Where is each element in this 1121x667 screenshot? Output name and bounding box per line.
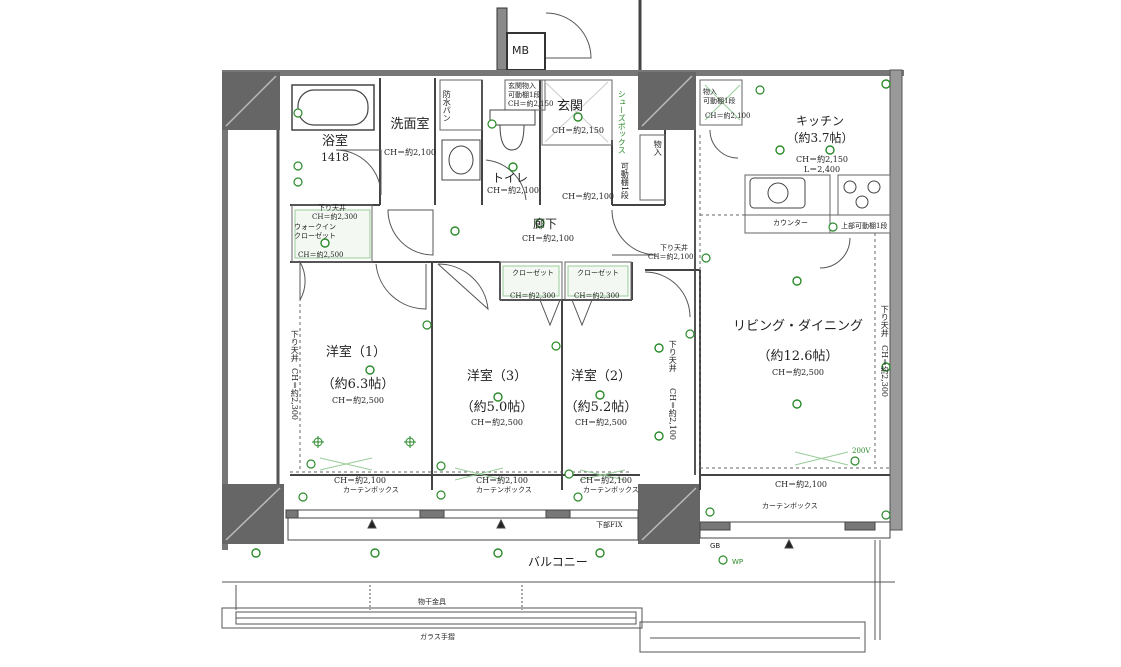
dryer-shelf-label: 可動棚1段: [620, 162, 630, 200]
living-curtain-ch: CH＝約2,100: [775, 480, 827, 489]
hall-lower-ceiling: 下り天井: [660, 244, 688, 252]
lower-fix-label: 下部FIX: [596, 521, 623, 529]
mb-label: MB: [512, 44, 530, 57]
closet-2-label: クローゼット: [577, 269, 619, 277]
living-name: リビング・ダイニング: [732, 319, 864, 334]
walkin-ceiling: 下り天井: [318, 204, 346, 212]
200v-label: 200V: [852, 447, 871, 455]
glass-rail-label: ガラス手摺: [420, 633, 455, 641]
hall-lower-ceiling-ch: CH＝約2,100: [648, 253, 694, 261]
washroom-ch: CH＝約2,100: [384, 148, 436, 157]
right-ch-2300: CH＝約2,300: [880, 345, 890, 397]
curtain-ch-3: CH＝約2,100: [476, 476, 528, 485]
curtain-ch-1: CH＝約2,100: [334, 476, 386, 485]
western1-name: 洋室（1）: [325, 345, 387, 360]
walkin-ch2: CH＝約2,500: [298, 251, 344, 259]
western1-ch: CH＝約2,500: [332, 396, 384, 405]
entrance-storage-ch: CH＝約2,150: [508, 100, 554, 108]
western3-name: 洋室（3）: [466, 369, 528, 384]
toilet-ch: CH＝約2,100: [487, 186, 539, 195]
window-sashes: [285, 509, 891, 549]
western3-area: （約5.0帖）: [460, 400, 534, 415]
western2-ch: CH＝約2,500: [575, 418, 627, 427]
hall-ch-upper: CH＝約2,100: [562, 192, 614, 201]
curtain-ch-2: CH＝約2,100: [580, 476, 632, 485]
entrance-storage-label: 玄関物入: [508, 82, 536, 90]
structural-columns: [222, 72, 700, 544]
closet-2-ch: CH＝約2,300: [574, 292, 620, 300]
closet-outlines: [290, 79, 891, 473]
wp-label: WP: [732, 558, 744, 566]
bath-name: 浴室: [321, 134, 349, 149]
living-ch: CH＝約2,500: [772, 368, 824, 377]
mb-shaft: [496, 0, 642, 72]
walkin-name: ウォークイン: [294, 223, 336, 231]
entrance-storage-shelf: 可動棚1段: [508, 91, 541, 99]
living-curtain-box: カーテンボックス: [762, 502, 818, 510]
shoe-box-label: シューズボックス: [617, 90, 627, 154]
curtain-box-3: カーテンボックス: [476, 486, 532, 494]
closet-1-label: クローゼット: [512, 269, 554, 277]
outer-walls: [222, 69, 904, 550]
closet-hatching: [294, 81, 849, 481]
kitchen-storage-shelf: 可動棚1段: [703, 97, 736, 105]
walkin-name2: クローゼット: [294, 232, 336, 240]
washroom-name: 洗面室: [390, 117, 430, 132]
mid-lower-ceiling: 下り天井: [668, 340, 678, 372]
kitchen-storage-ch: CH＝約2,100: [705, 112, 751, 120]
entrance-name: 玄関: [556, 99, 584, 114]
western2-area: （約5.2帖）: [564, 400, 638, 415]
curtain-box-2: カーテンボックス: [583, 486, 639, 494]
balcony: [221, 540, 895, 653]
bath-size: 1418: [321, 151, 349, 164]
kitchen-ch: CH＝約2,150: [796, 155, 848, 164]
bathtub: [291, 84, 375, 131]
sensor-crosses: [312, 436, 416, 448]
upper-shelf-label: 上部可動棚1段: [841, 222, 888, 230]
kitchen-storage-label: 物入: [703, 88, 717, 96]
kitchen-area: （約3.7帖）: [786, 131, 854, 145]
kitchen-l: L＝2,400: [803, 165, 841, 174]
kitchen-name: キッチン: [795, 114, 845, 128]
toilet-name: トイレ: [491, 171, 529, 185]
fixtures: [441, 109, 881, 209]
left-ch-2300: CH＝約2,300: [290, 368, 300, 420]
western1-area: （約6.3帖）: [321, 377, 395, 392]
storage-label: 物入: [653, 140, 663, 156]
counter-label: カウンター: [773, 219, 808, 227]
entrance-ch: CH＝約2,150: [552, 126, 604, 135]
mid-ch-2100: CH＝約2,100: [668, 388, 678, 440]
light-points: [251, 79, 891, 558]
curtain-box-1: カーテンボックス: [343, 486, 399, 494]
right-lower-ceiling: 下り天井: [880, 305, 890, 337]
walkin-ch1: CH＝約2,300: [312, 213, 358, 221]
hall-name: 廊下: [532, 217, 558, 231]
hall-ch: CH＝約2,100: [522, 234, 574, 243]
waterproof-pan-label: 防水パン: [442, 90, 452, 122]
western2-name: 洋室（2）: [570, 369, 632, 384]
living-area: （約12.6帖）: [757, 349, 839, 364]
drying-hardware-label: 物干金具: [418, 598, 446, 606]
balcony-label: バルコニー: [528, 555, 588, 569]
left-lower-ceiling: 下り天井: [290, 330, 300, 362]
closet-1-ch: CH＝約2,300: [510, 292, 556, 300]
western3-ch: CH＝約2,500: [471, 418, 523, 427]
gb-label: GB: [710, 542, 721, 550]
outlet-markers: [293, 85, 891, 565]
doors: [299, 12, 851, 327]
